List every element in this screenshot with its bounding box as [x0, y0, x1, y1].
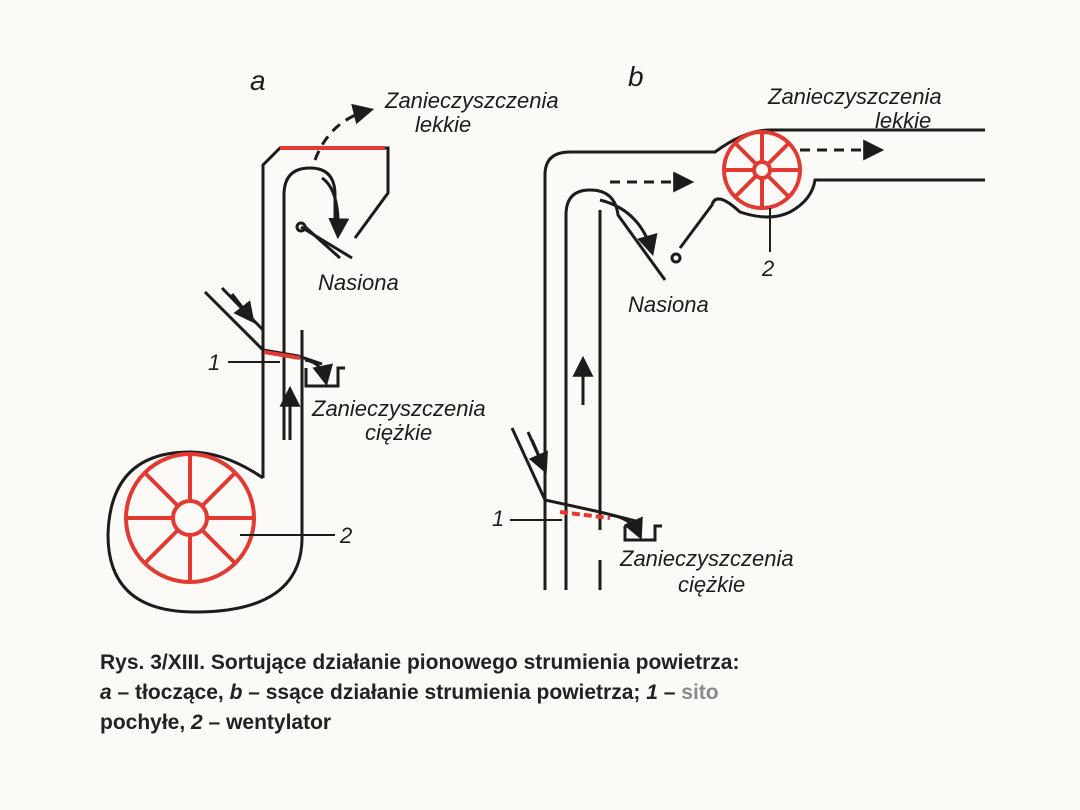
caption-text-1: Rys. 3/XIII. Sortujące działanie pionowe… [100, 651, 740, 674]
caption-b: b [229, 681, 243, 704]
fan-wheel-a [124, 452, 256, 584]
incline-sieve-a [263, 350, 301, 360]
heavy-arrow-b [609, 513, 643, 540]
caption-a: a [100, 681, 112, 704]
label-b-fan-num: 2 [761, 256, 774, 281]
inlet-arrow-b [528, 439, 548, 474]
label-a-fan-num: 2 [339, 523, 352, 548]
caption-1: 1 [646, 681, 658, 704]
duct-wall-a [106, 330, 304, 614]
seed-flow-arrow-a [321, 176, 350, 240]
light-impurities-arrow-a [313, 103, 375, 161]
heavy-tray-b [623, 524, 662, 542]
heavy-tray-a [304, 366, 345, 388]
label-a-letter: a [250, 65, 266, 96]
label-a-seeds: Nasiona [318, 270, 399, 295]
label-a-heavy-2: ciężkie [365, 420, 432, 445]
diagram-a [106, 103, 390, 614]
caption-2: 2 [191, 711, 203, 734]
label-b-light-2: lekkie [875, 108, 931, 133]
caption-rest-3: – wentylator [202, 711, 332, 734]
figure-caption: Rys. 3/XIII. Sortujące działanie pionowe… [100, 648, 1000, 738]
seed-flap-a [300, 225, 353, 260]
caption-rest: – ssące działanie strumienia powietrza; [242, 681, 647, 704]
caption-line-1: Rys. 3/XIII. Sortujące działanie pionowe… [100, 648, 1000, 678]
fan-housing-b [678, 178, 985, 249]
inlet-chute-b [510, 427, 641, 524]
seed-flow-arrow-b [599, 198, 658, 257]
diagram-svg: a Zanieczyszczenia lekkie Nasiona Zaniec… [106, 61, 985, 614]
label-a-light-2: lekkie [415, 112, 471, 137]
diagram-b [510, 128, 985, 590]
flap-pivot-b [670, 252, 682, 264]
label-b-heavy-2: ciężkie [678, 572, 745, 597]
label-a-heavy-1: Zanieczyszczenia [311, 396, 486, 421]
label-b-light-1: Zanieczyszczenia [767, 84, 942, 109]
label-b-seeds: Nasiona [628, 292, 709, 317]
incline-sieve-b [559, 510, 611, 520]
caption-sito: sito [681, 681, 719, 704]
label-a-light-1: Zanieczyszczenia [384, 88, 559, 113]
caption-start-3: pochyłe, [100, 711, 192, 734]
fan-wheel-b [722, 130, 802, 210]
label-a-sieve-num: 1 [208, 350, 220, 375]
heavy-arrow-a [304, 358, 333, 387]
inlet-arrow-a [230, 293, 255, 324]
label-b-heavy-1: Zanieczyszczenia [619, 546, 794, 571]
caption-line-2: a – tłoczące, b – ssące działanie strumi… [100, 678, 1000, 708]
label-b-sieve-num: 1 [492, 506, 504, 531]
caption-dash: – [657, 681, 682, 704]
caption-line-3: pochyłe, 2 – wentylator [100, 708, 1000, 738]
caption-mid: – tłoczące, [111, 681, 230, 704]
label-b-letter: b [628, 61, 644, 92]
